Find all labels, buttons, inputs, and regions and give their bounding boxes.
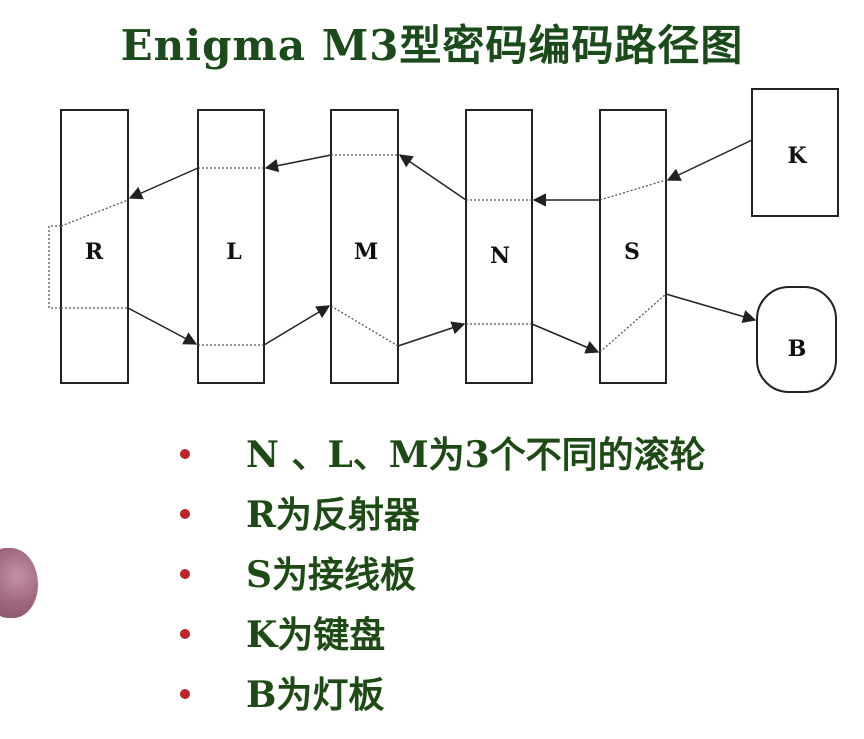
path-segment <box>60 199 129 227</box>
rotor-M-box <box>330 109 399 384</box>
label-M: M <box>354 239 378 265</box>
arrow-L-to-R <box>128 167 199 200</box>
lampboard-B-box <box>756 286 837 393</box>
rotor-N-box <box>465 109 533 384</box>
label-B: B <box>788 336 807 362</box>
arrow-M-to-N <box>397 321 466 347</box>
label-L: L <box>226 239 241 265</box>
bullet-dot-icon <box>180 629 190 639</box>
arrow-R-to-L <box>127 307 198 345</box>
path-segment <box>599 293 667 353</box>
path-segment <box>330 305 399 347</box>
arrow-N-to-M <box>398 154 467 201</box>
bullet-dot-icon <box>180 449 190 459</box>
bullet-text: K为键盘 <box>246 614 386 656</box>
label-K: K <box>787 143 807 169</box>
arrow-L-to-M <box>263 305 331 346</box>
arrow-S-to-B <box>665 293 757 324</box>
reflector-R-box <box>60 109 129 384</box>
arrow-M-to-L <box>264 154 332 173</box>
path-segment <box>599 179 667 201</box>
label-R: R <box>85 239 104 265</box>
bullet-dot-icon <box>180 569 190 579</box>
decorative-corner-graphic <box>0 548 38 618</box>
bullet-text: R为反射器 <box>246 494 420 536</box>
enigma-path-diagram: R L M N S K B <box>48 88 839 393</box>
label-S: S <box>624 239 640 265</box>
bullet-text: N 、L、M为3个不同的滚轮 <box>246 434 706 476</box>
arrow-K-to-S <box>666 139 753 181</box>
rotor-L-box <box>197 109 265 384</box>
label-N: N <box>490 243 510 269</box>
page-title: Enigma M3型密码编码路径图 <box>120 21 744 70</box>
bullet-text: B为灯板 <box>246 674 385 716</box>
keyboard-K-box <box>751 88 839 217</box>
bullet-dot-icon <box>180 689 190 699</box>
plugboard-S-box <box>599 109 667 384</box>
arrow-N-to-S <box>531 323 600 354</box>
reflector-loop <box>48 225 61 309</box>
bullet-text: S为接线板 <box>246 554 416 596</box>
bullet-dot-icon <box>180 509 190 519</box>
